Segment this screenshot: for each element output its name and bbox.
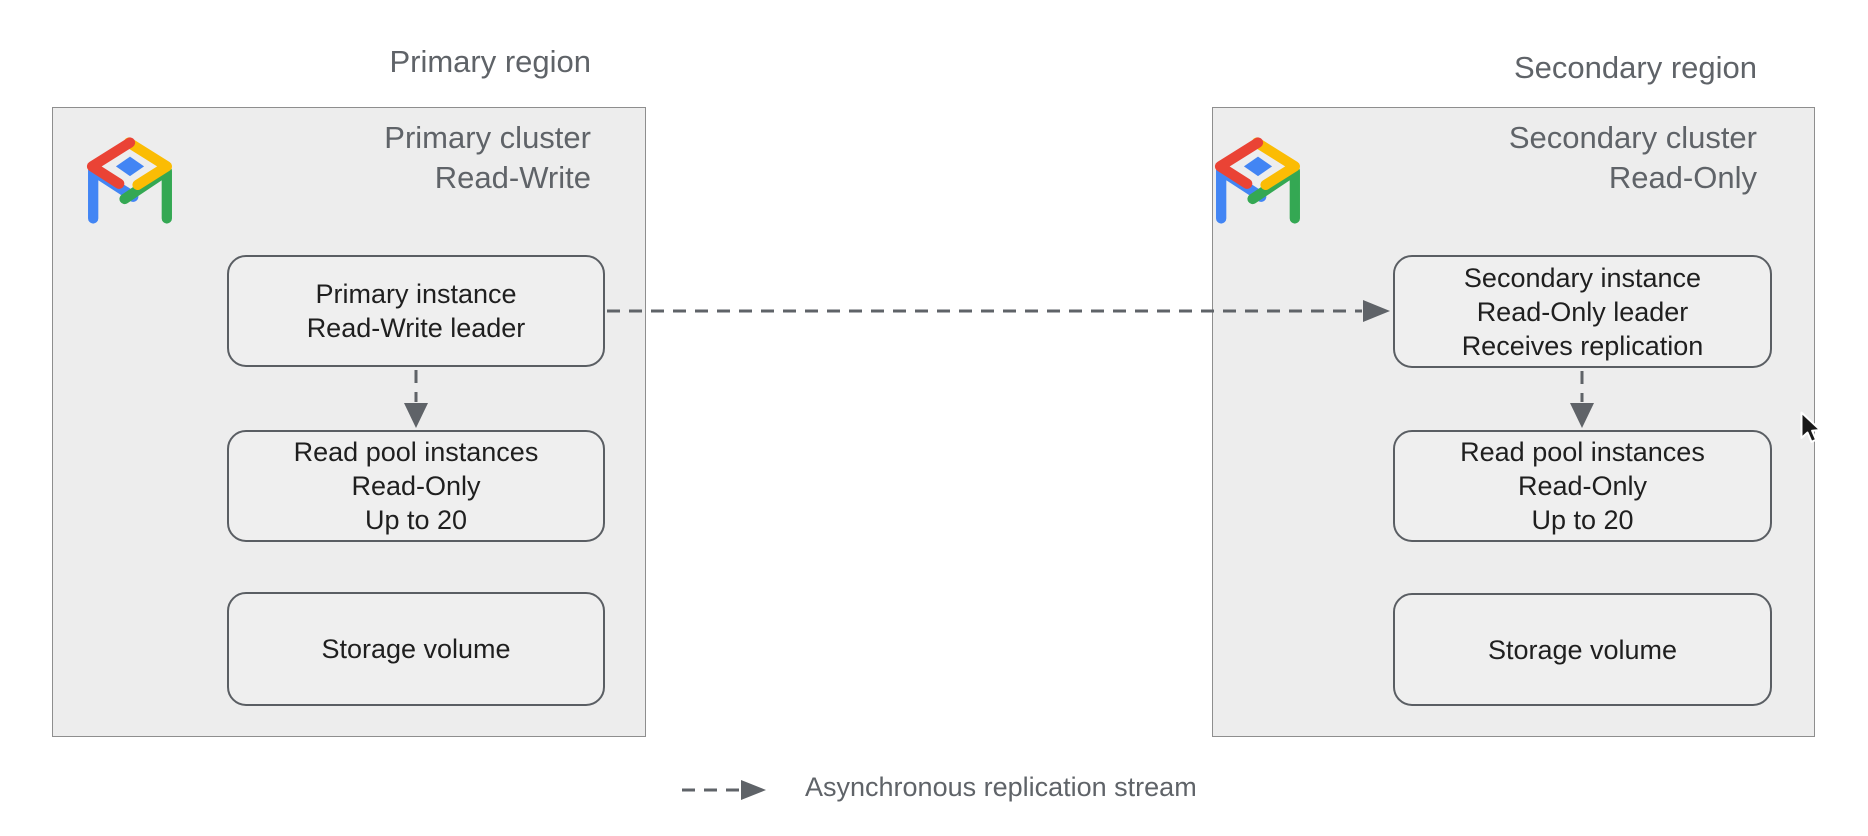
node-line: Secondary instance: [1463, 262, 1702, 293]
legend-label: Asynchronous replication stream: [805, 772, 1197, 802]
node-line: Read-Only: [351, 471, 481, 501]
node-line: Read pool instances: [1460, 437, 1705, 467]
primary-cluster-title-line2: Read-Write: [434, 160, 591, 195]
secondary-storage-volume-node: Storage volume: [1393, 593, 1772, 706]
secondary-instance-node: Secondary instance Read-Only leader Rece…: [1393, 255, 1772, 368]
primary-storage-volume-node: Storage volume: [227, 592, 605, 706]
secondary-cluster-title-line1: Secondary cluster: [1508, 120, 1757, 155]
primary-cluster-title-line1: Primary cluster: [384, 120, 591, 155]
node-line: Up to 20: [364, 505, 468, 535]
node-line: Read-Write leader: [306, 313, 526, 343]
node-line: Primary instance: [315, 279, 517, 309]
primary-region-title: Primary region: [389, 44, 591, 79]
primary-read-pool-node: Read pool instances Read-Only Up to 20: [227, 430, 605, 542]
primary-instance-node: Primary instance Read-Write leader: [227, 255, 605, 367]
node-line: Read pool instances: [293, 437, 539, 467]
node-line: Read-Only: [1517, 471, 1648, 501]
secondary-read-pool-node: Read pool instances Read-Only Up to 20: [1393, 430, 1772, 542]
node-line: Up to 20: [1531, 505, 1634, 535]
secondary-cluster-title-line2: Read-Only: [1608, 160, 1757, 195]
alloydb-icon: [86, 137, 172, 224]
secondary-region-title: Secondary region: [1514, 50, 1757, 85]
legend-arrow: [682, 780, 766, 800]
node-line: Storage volume: [321, 634, 511, 664]
node-line: Read-Only leader: [1476, 296, 1689, 327]
primary-cluster-title: Primary cluster Read-Write: [231, 118, 591, 198]
secondary-cluster-title: Secondary cluster Read-Only: [1397, 118, 1757, 198]
alloydb-icon: [1214, 137, 1300, 224]
node-line: Storage volume: [1487, 634, 1678, 665]
node-line: Receives replication: [1461, 330, 1704, 361]
